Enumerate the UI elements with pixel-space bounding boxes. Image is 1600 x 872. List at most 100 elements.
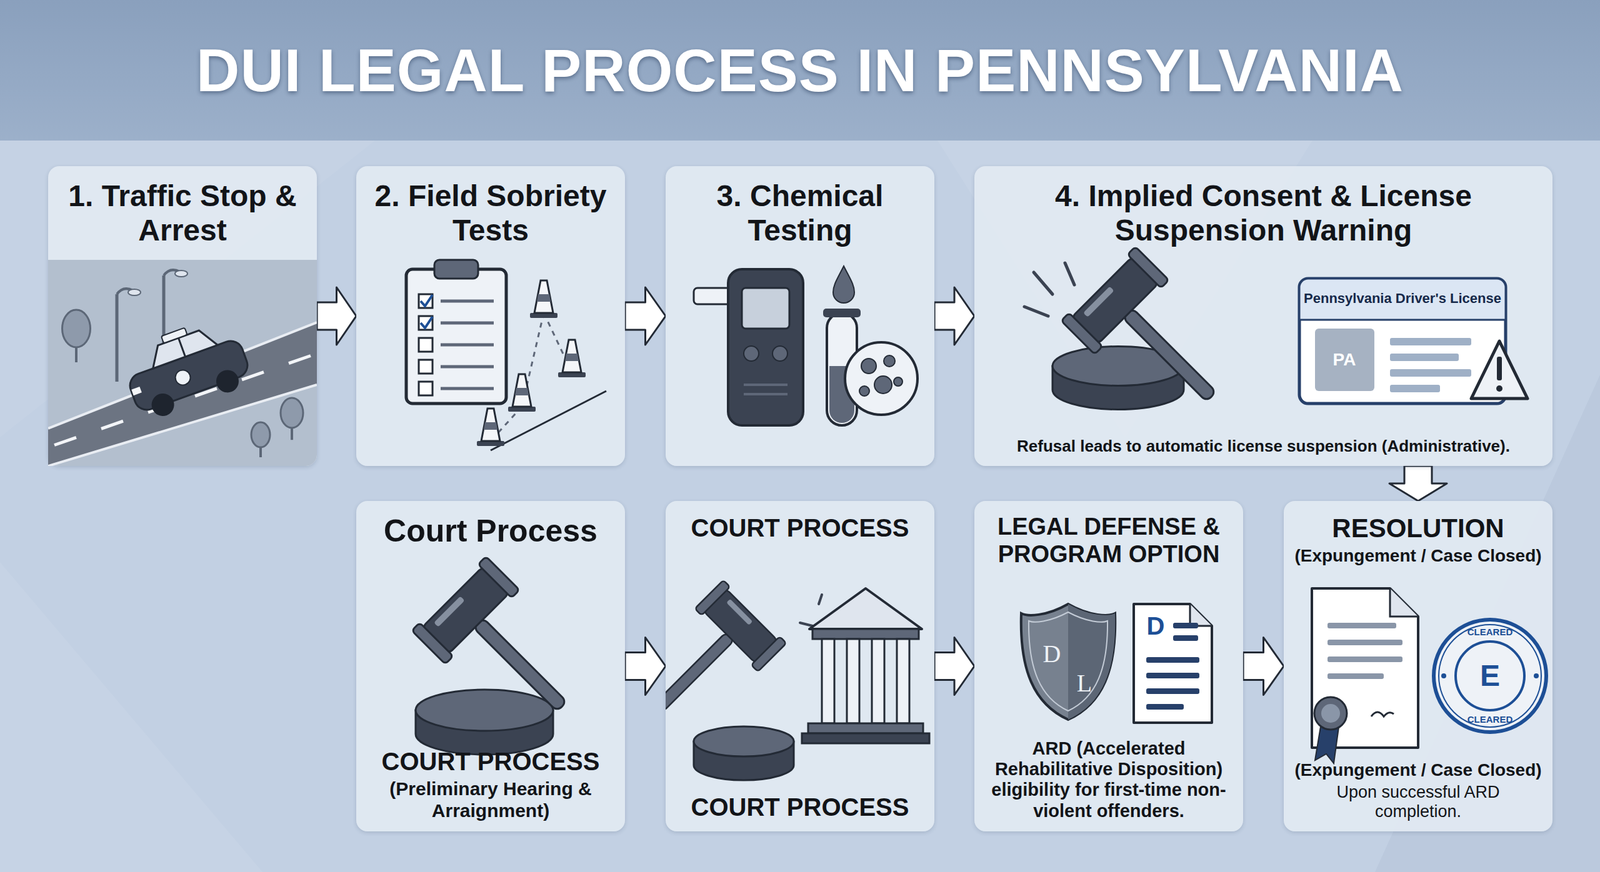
illustration-shape [1146, 673, 1200, 679]
illustration-shape [131, 386, 142, 396]
illustration-shape [1052, 346, 1184, 387]
illustration-shape [800, 623, 813, 627]
illustration-shape [1311, 588, 1419, 749]
illustration-shape [1061, 246, 1249, 435]
illustration-shape [1190, 604, 1212, 627]
illustration-shape [115, 294, 119, 382]
box-heading: Court Process [366, 513, 615, 550]
illustration-shape [411, 556, 600, 745]
illustration-shape [1315, 328, 1375, 392]
illustration-shape [1146, 688, 1200, 695]
header-band [0, 0, 1600, 141]
illustration-shape [562, 340, 582, 373]
illustration-shape [195, 388, 217, 397]
flow-arrow [316, 287, 357, 345]
illustration-shape [808, 723, 924, 734]
illustration-shape [1441, 673, 1447, 679]
box-body-group: Refusal leads to automatic license suspe… [984, 437, 1543, 457]
illustration-shape [481, 408, 500, 442]
illustration-shape [420, 316, 433, 329]
picture-label: PA [1333, 350, 1357, 370]
illustration-shape [751, 636, 787, 672]
illustration-shape [1438, 625, 1542, 728]
illustration-shape [1173, 635, 1199, 642]
illustration-shape [1061, 313, 1103, 355]
box-heading-group: LEGAL DEFENSE & PROGRAM OPTION [984, 513, 1234, 569]
picture-label: D [1043, 640, 1062, 669]
illustration-shape [1327, 656, 1403, 663]
illustration-shape [440, 300, 494, 304]
illustration-shape [833, 266, 855, 304]
flow-arrow [934, 287, 975, 345]
illustration-shape [772, 346, 788, 362]
ground-facet [0, 562, 263, 872]
illustration-shape [440, 387, 494, 391]
illustration-shape [241, 372, 264, 380]
illustration-shape [812, 629, 919, 640]
flow-arrow [934, 638, 975, 696]
illustration-shape [1299, 278, 1506, 404]
illustration-shape [846, 639, 860, 724]
process-box: LEGAL DEFENSE & PROGRAM OPTIONARD (Accel… [974, 501, 1244, 832]
illustration-shape [411, 623, 454, 665]
illustration-shape [476, 441, 505, 447]
illustration-shape [420, 295, 433, 307]
illustration-shape [703, 588, 779, 664]
illustration-shape [534, 280, 554, 314]
illustration-shape [741, 288, 790, 329]
box-heading: 4. Implied Consent & License Suspension … [984, 178, 1543, 248]
flow-arrow [1243, 638, 1284, 696]
illustration-shape [175, 270, 188, 277]
illustration-shape [1146, 704, 1184, 710]
illustration-shape [823, 308, 861, 318]
picture-label: D [1146, 612, 1165, 640]
process-box: Court ProcessCOURT PROCESS(Preliminary H… [356, 501, 625, 832]
illustration-shape [473, 618, 567, 712]
illustration-shape [1390, 385, 1440, 393]
illustration-shape [665, 632, 735, 712]
process-box: 2. Field Sobriety Tests [356, 166, 625, 467]
illustration-shape [421, 566, 510, 655]
process-box: 1. Traffic Stop & Arrest [48, 166, 317, 467]
illustration-shape [1371, 712, 1394, 717]
illustration-shape [415, 690, 554, 732]
illustration-shape [1321, 704, 1340, 724]
illustration-shape [280, 398, 304, 429]
illustration-shape [1173, 623, 1199, 629]
box-body-group: COURT PROCESS [675, 793, 925, 822]
illustration-shape [728, 269, 804, 426]
illustration-shape [418, 360, 433, 374]
illustration-shape [1433, 620, 1547, 733]
illustration-shape [743, 393, 788, 396]
illustration-shape [1122, 308, 1217, 402]
box-heading-group: Court Process [366, 513, 615, 550]
illustration-shape [859, 386, 870, 397]
illustration-shape [726, 599, 753, 626]
box-heading-group: 1. Traffic Stop & Arrest [58, 178, 307, 248]
box-heading: 2. Field Sobriety Tests [366, 178, 615, 248]
illustration-shape [213, 366, 242, 396]
illustration-shape [1315, 723, 1339, 764]
picture-label: Pennsylvania Driver's License [1303, 291, 1502, 307]
illustration-shape [483, 422, 498, 430]
illustration-shape [809, 588, 922, 630]
illustration-shape [116, 311, 255, 425]
box-heading: 1. Traffic Stop & Arrest [58, 178, 307, 248]
illustration-shape [1496, 385, 1503, 392]
illustration-shape [536, 294, 551, 302]
illustration-shape [148, 390, 178, 420]
illustration-shape [874, 376, 892, 394]
illustration-shape [1024, 306, 1049, 317]
illustration-shape [116, 288, 134, 295]
illustration-shape [162, 275, 166, 354]
illustration-shape [1327, 673, 1384, 680]
illustration-shape [1133, 604, 1212, 724]
box-heading-group: RESOLUTION(Expungement / Case Closed) [1293, 513, 1543, 567]
illustration-shape [1496, 356, 1502, 381]
box-text: (Preliminary Hearing & Arraignment) [366, 778, 615, 822]
illustration-shape [818, 595, 822, 605]
illustration-shape [1390, 588, 1419, 617]
illustration-shape [1146, 657, 1200, 664]
illustration-shape [178, 338, 185, 357]
